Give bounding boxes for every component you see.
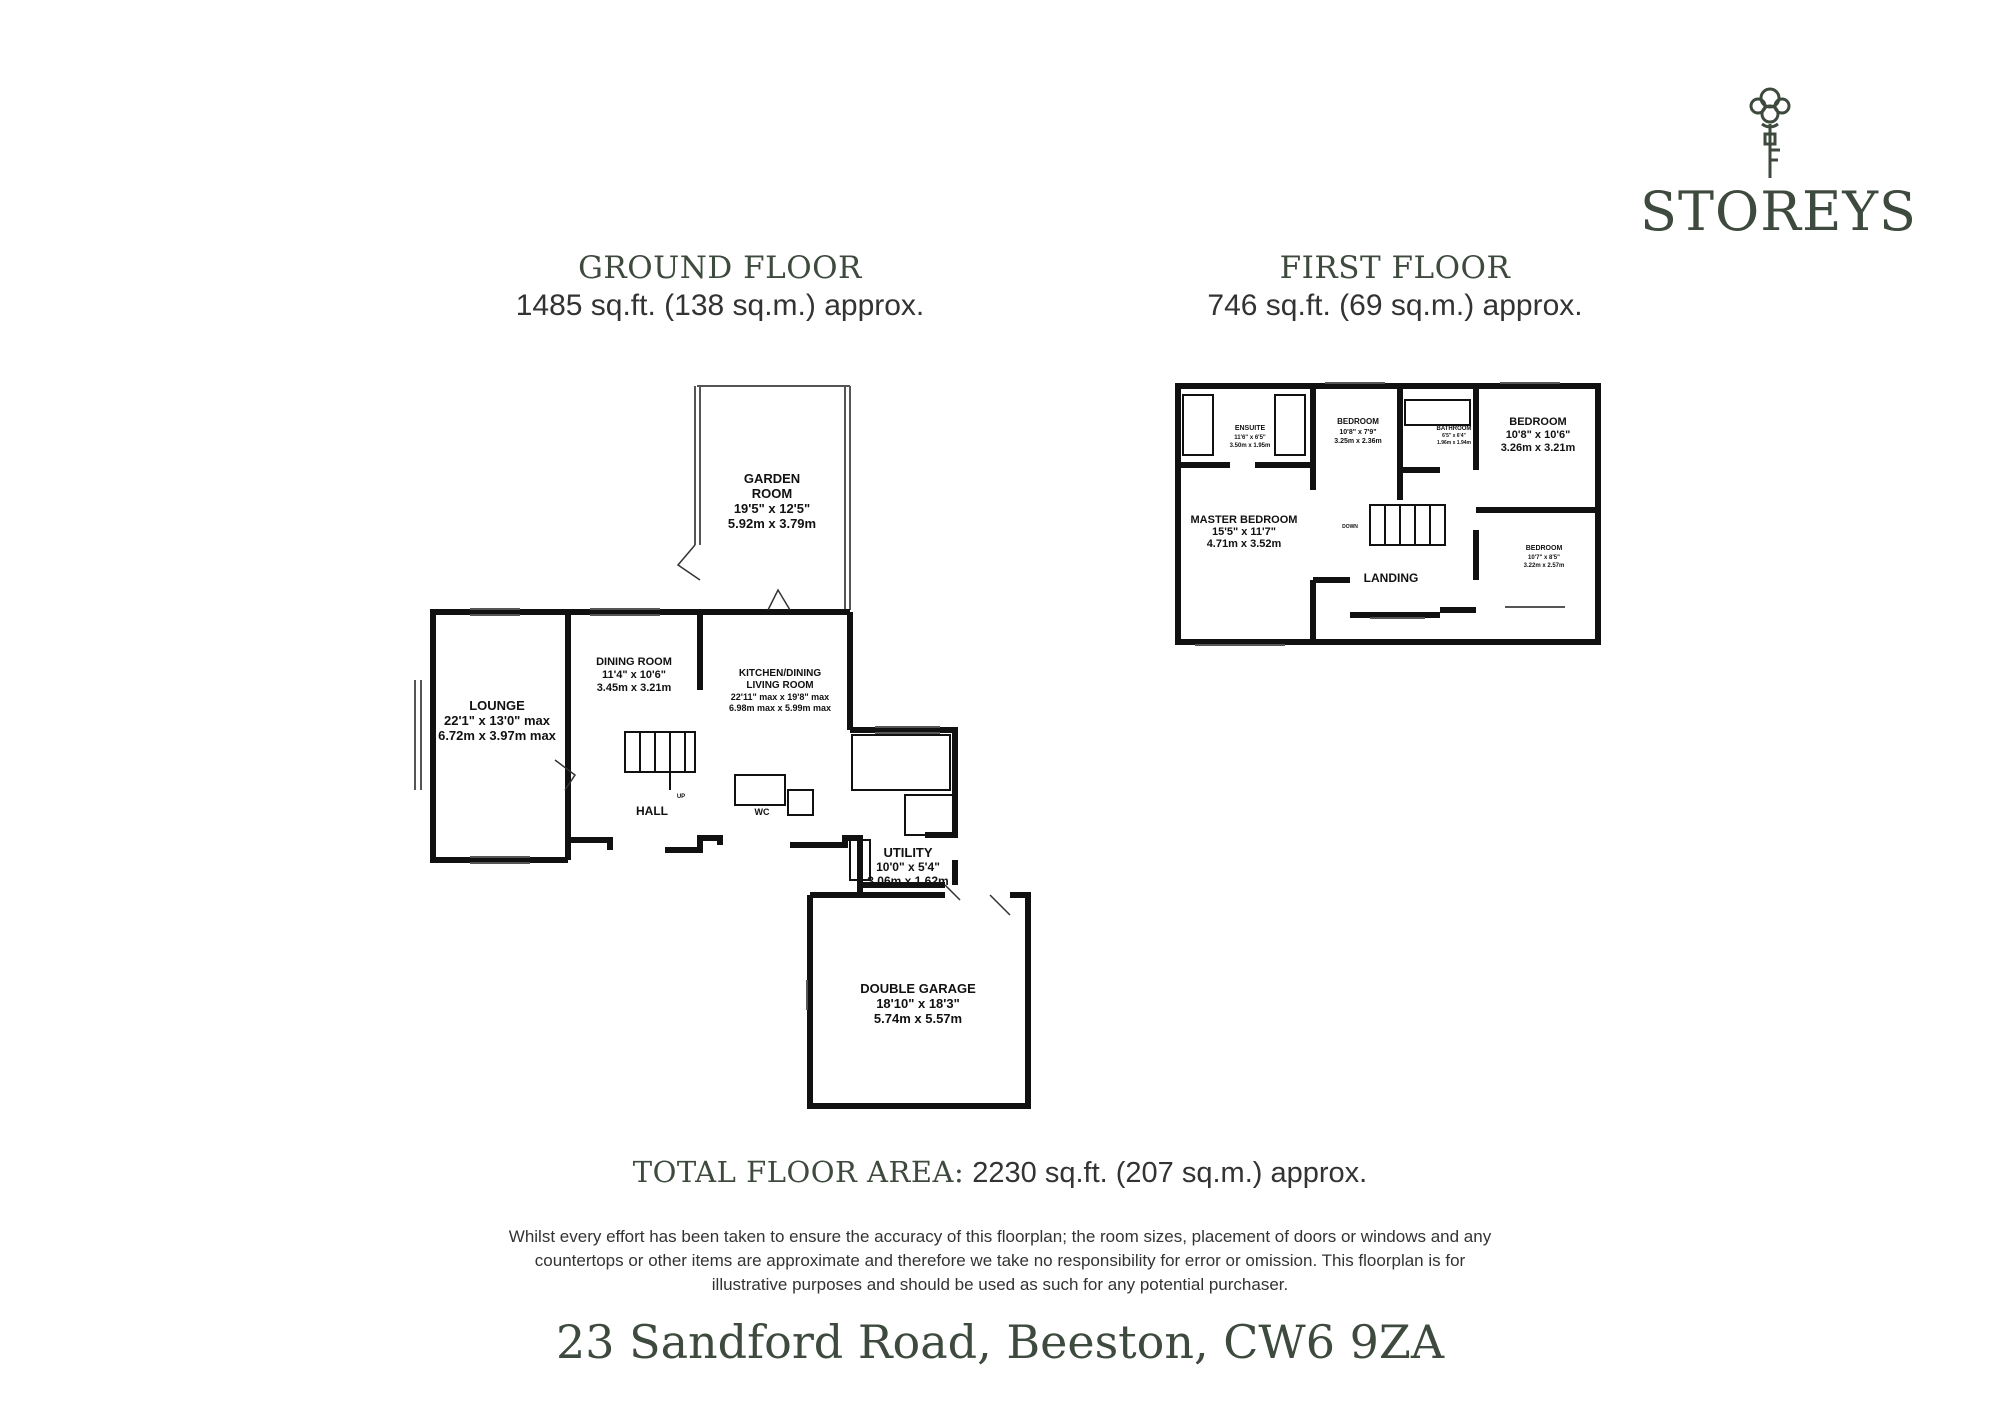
bedroom-c-dim-1: 10'7" x 8'5" xyxy=(1528,555,1560,561)
garage-dim-1: 18'10" x 18'3" xyxy=(876,996,960,1011)
first-floor-area: 746 sq.ft. (69 sq.m.) approx. xyxy=(1207,289,1583,322)
wc-label: WC xyxy=(755,807,770,817)
stairs-up-label: UP xyxy=(677,794,685,800)
brand-logo: STOREYS xyxy=(1640,80,1917,243)
kitchen-dim-1: 22'11" max x 19'8" max xyxy=(731,692,829,702)
hall-south-wall xyxy=(565,837,613,860)
utility-dim-2: 3.06m x 1.62m xyxy=(867,874,948,888)
garage-dim-2: 5.74m x 5.57m xyxy=(874,1011,962,1026)
garden-room-walls xyxy=(694,385,851,610)
master-bedroom-dim-1: 15'5" x 11'7" xyxy=(1212,526,1276,538)
lounge-wall xyxy=(430,609,568,863)
bedroom-b-dim-2: 3.26m x 3.21m xyxy=(1501,442,1576,454)
dining-room-label: DINING ROOM xyxy=(596,656,672,668)
master-bedroom-label: MASTER BEDROOM xyxy=(1191,514,1298,526)
ground-floor-area: 1485 sq.ft. (138 sq.m.) approx. xyxy=(515,289,925,322)
disclaimer-text: Whilst every effort has been taken to en… xyxy=(508,1227,1492,1294)
lounge-label: LOUNGE xyxy=(469,698,525,713)
kitchen-label-2: LIVING ROOM xyxy=(746,680,813,691)
stairs-down-label: DOWN xyxy=(1342,524,1358,530)
bedroom-b-dim-1: 10'8" x 10'6" xyxy=(1506,429,1571,441)
ground-floor-title: GROUND FLOOR xyxy=(578,250,862,286)
garden-room-label-2: ROOM xyxy=(752,486,792,501)
bedroom-c-dim-2: 3.22m x 2.57m xyxy=(1524,563,1565,569)
garden-room-dim-1: 19'5" x 12'5" xyxy=(734,501,810,516)
ensuite-dim-1: 11'6" x 6'5" xyxy=(1234,435,1266,441)
ornamental-key-icon xyxy=(1749,87,1791,178)
ensuite-dim-2: 3.50m x 1.95m xyxy=(1230,443,1271,449)
bedroom-a-dim-1: 10'8" x 7'9" xyxy=(1339,429,1376,436)
bathroom-label: BATHROOM xyxy=(1437,426,1472,432)
garage-wall xyxy=(807,892,1031,1109)
bathroom-dim-1: 6'5" x 6'4" xyxy=(1442,433,1466,439)
property-address: 23 Sandford Road, Beeston, CW6 9ZA xyxy=(555,1315,1445,1369)
bedroom-b-label: BEDROOM xyxy=(1509,416,1566,428)
ensuite-label: ENSUITE xyxy=(1235,425,1266,432)
bedroom-c-label: BEDROOM xyxy=(1526,545,1563,552)
total-floor-area: TOTAL FLOOR AREA: 2230 sq.ft. (207 sq.m.… xyxy=(0,1155,2000,1190)
landing-label: LANDING xyxy=(1364,571,1419,585)
master-bedroom-dim-2: 4.71m x 3.52m xyxy=(1207,538,1282,550)
lounge-dim-2: 6.72m x 3.97m max xyxy=(438,728,557,743)
dining-room-dim-1: 11'4" x 10'6" xyxy=(602,669,666,681)
stairs xyxy=(624,731,696,790)
dining-room-dim-2: 3.45m x 3.21m xyxy=(597,682,672,694)
first-floor-title: FIRST FLOOR xyxy=(1279,250,1511,286)
first-floor-labels: ENSUITE 11'6" x 6'5" 3.50m x 1.95m BEDRO… xyxy=(1191,416,1576,585)
bedroom-a-label: BEDROOM xyxy=(1337,417,1379,426)
brand-name: STOREYS xyxy=(1640,180,1917,243)
total-floor-area-label: TOTAL FLOOR AREA: xyxy=(632,1155,965,1189)
garden-room-label-1: GARDEN xyxy=(744,471,800,486)
bathroom-dim-2: 1.96m x 1.94m xyxy=(1437,440,1471,446)
hall-label: HALL xyxy=(636,804,668,818)
ground-floor-labels: GARDEN ROOM 19'5" x 12'5" 5.92m x 3.79m … xyxy=(438,471,976,1026)
garage-label: DOUBLE GARAGE xyxy=(860,981,976,996)
lounge-dim-1: 22'1" x 13'0" max xyxy=(444,713,551,728)
ground-floor-plan xyxy=(414,385,1031,1109)
kitchen-dim-2: 6.98m max x 5.99m max xyxy=(729,703,831,713)
utility-label: UTILITY xyxy=(883,845,932,860)
first-floor-plan xyxy=(1175,382,1601,646)
garden-room-dim-2: 5.92m x 3.79m xyxy=(728,516,816,531)
bedroom-a-dim-2: 3.25m x 2.36m xyxy=(1334,438,1381,445)
total-floor-area-value: 2230 sq.ft. (207 sq.m.) approx. xyxy=(972,1157,1368,1189)
utility-dim-1: 10'0" x 5'4" xyxy=(876,860,940,874)
landing-stairs xyxy=(1369,504,1446,546)
kitchen-label-1: KITCHEN/DINING xyxy=(739,668,821,679)
